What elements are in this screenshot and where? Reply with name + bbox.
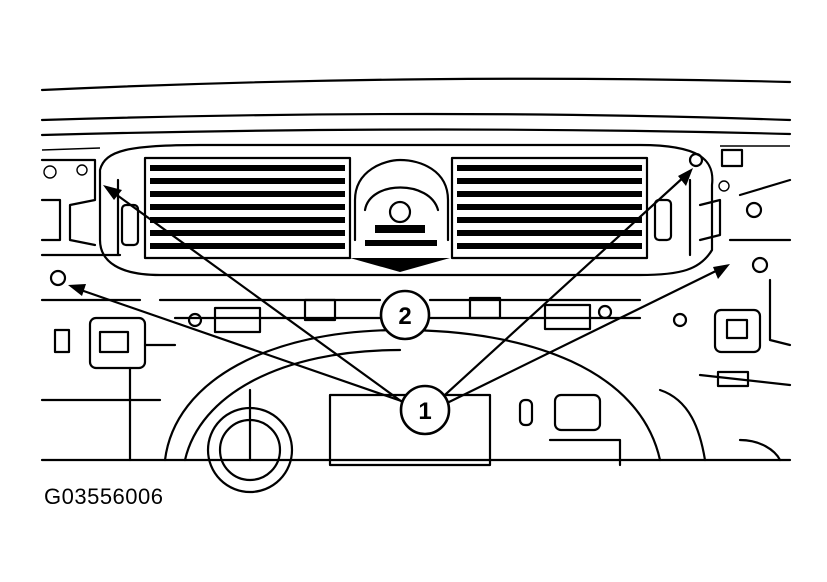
figure-id-label: G03556006 [44, 484, 164, 509]
left-side-bracket [40, 158, 142, 302]
right-side-bracket [672, 148, 792, 388]
callout-1-label: 1 [418, 398, 431, 425]
left-grille [143, 156, 352, 260]
callout-2: 2 [379, 289, 431, 341]
center-clock-pod [350, 158, 450, 272]
dashboard-top-edges [40, 77, 792, 151]
callout-1: 1 [399, 384, 451, 436]
right-grille [450, 156, 649, 260]
leader-lines [68, 168, 730, 406]
left-connector [53, 316, 177, 462]
vent-bezel [98, 143, 714, 277]
callout-2-label: 2 [398, 303, 411, 330]
